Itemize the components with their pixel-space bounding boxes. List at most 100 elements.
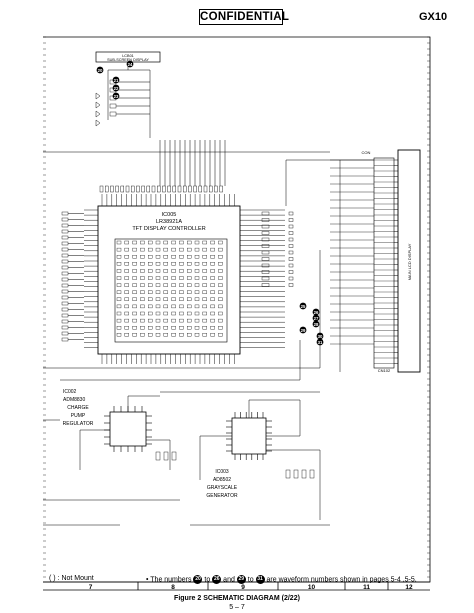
bga-ball [140, 276, 145, 280]
bga-ball [218, 255, 223, 259]
bga-ball [210, 276, 215, 280]
bga-ball [171, 283, 176, 287]
bga-ball [132, 318, 137, 323]
ic002-body [109, 411, 147, 447]
connector-feed [285, 159, 374, 372]
left-capacitor [61, 319, 69, 324]
waveform-ref-end-2: 31 [255, 575, 265, 584]
bga-ball [163, 304, 168, 309]
bga-ball [194, 255, 200, 259]
resistor-array [182, 185, 187, 193]
bga-ball [210, 290, 215, 294]
bga-ball [194, 247, 200, 252]
bga-ball [187, 297, 192, 301]
bga-ball [124, 318, 129, 323]
waveform-marker [112, 84, 120, 92]
bga-ball [187, 247, 192, 252]
bga-ball [116, 247, 122, 252]
bga-ball [155, 240, 161, 245]
ic005-function: TFT DISPLAY CONTROLLER [132, 226, 205, 232]
left-capacitor [61, 259, 69, 264]
bga-ball [179, 247, 184, 252]
resistor-array [156, 185, 161, 193]
bga-ball [210, 333, 215, 337]
ic005-ball-grid [114, 238, 228, 343]
bga-ball [148, 311, 153, 316]
series-resistor [288, 244, 294, 248]
bga-ball [194, 326, 200, 330]
bga-ball [163, 247, 168, 252]
left-capacitor [61, 229, 69, 234]
bga-ball [148, 326, 153, 330]
bga-ball [187, 326, 192, 330]
bga-ball [163, 297, 168, 301]
left-capacitor [61, 235, 69, 240]
bga-ball [148, 304, 153, 309]
left-capacitor [61, 307, 69, 312]
waveform-note: • The numbers 20 to 26 and 29 to 31 are … [146, 575, 417, 584]
series-resistor [261, 211, 270, 216]
left-capacitor [61, 265, 69, 270]
bga-ball [210, 247, 215, 252]
main-lcd-display-box [397, 149, 421, 373]
bga-ball [218, 304, 223, 309]
bga-ball [187, 262, 192, 266]
ic002-function: REGULATOR [63, 421, 94, 427]
bga-ball [187, 333, 192, 337]
bga-ball [163, 269, 168, 273]
bga-ball [155, 333, 161, 337]
bga-ball [140, 304, 145, 309]
bga-ball [202, 255, 207, 259]
bga-ball [218, 290, 223, 294]
bga-ball [116, 326, 122, 330]
waveform-ref-start-1: 20 [193, 575, 203, 584]
bga-ball [171, 326, 176, 330]
bga-ball [163, 262, 168, 266]
bga-ball [140, 240, 145, 245]
bga-ball [163, 326, 168, 330]
ic005-ref: IC005 [162, 212, 177, 218]
series-resistor [288, 263, 294, 268]
bga-ball [210, 318, 215, 323]
bga-ball [116, 297, 122, 301]
waveform-marker-label: 24 [128, 62, 133, 67]
bga-ball [179, 240, 184, 245]
waveform-note-pre: • The numbers [146, 576, 192, 584]
grid-column-label: 12 [405, 584, 413, 591]
bga-ball [132, 269, 137, 273]
bga-ball [202, 247, 207, 252]
left-capacitor [61, 295, 69, 300]
waveform-marker [312, 308, 320, 316]
bga-ball [132, 255, 137, 259]
ic003-body [231, 417, 267, 455]
left-capacitor [61, 325, 69, 330]
bga-ball [218, 333, 223, 337]
bga-ball [140, 247, 145, 252]
connector-body [373, 157, 395, 369]
left-capacitor [61, 331, 69, 336]
bga-ball [132, 290, 137, 294]
bga-ball [148, 297, 153, 301]
waveform-marker-label: 29 [301, 328, 306, 333]
bga-ball [132, 247, 137, 252]
series-resistor [288, 250, 294, 255]
bga-ball [124, 326, 129, 330]
ic002-capacitor [155, 451, 161, 461]
bga-ball [194, 290, 200, 294]
bga-ball [202, 276, 207, 280]
bga-ball [155, 304, 161, 309]
bga-ball [148, 290, 153, 294]
resistor-array [198, 185, 203, 193]
left-capacitor [61, 277, 69, 282]
series-resistor [288, 257, 294, 261]
bga-ball [194, 269, 200, 273]
bga-ball [163, 255, 168, 259]
ic003-ref: IC003 [215, 469, 229, 475]
bga-ball [124, 297, 129, 301]
bga-ball [171, 255, 176, 259]
bga-ball [187, 283, 192, 287]
bga-ball [132, 297, 137, 301]
bga-ball [155, 269, 161, 273]
ic003-capacitor [309, 469, 315, 479]
bga-ball [194, 304, 200, 309]
